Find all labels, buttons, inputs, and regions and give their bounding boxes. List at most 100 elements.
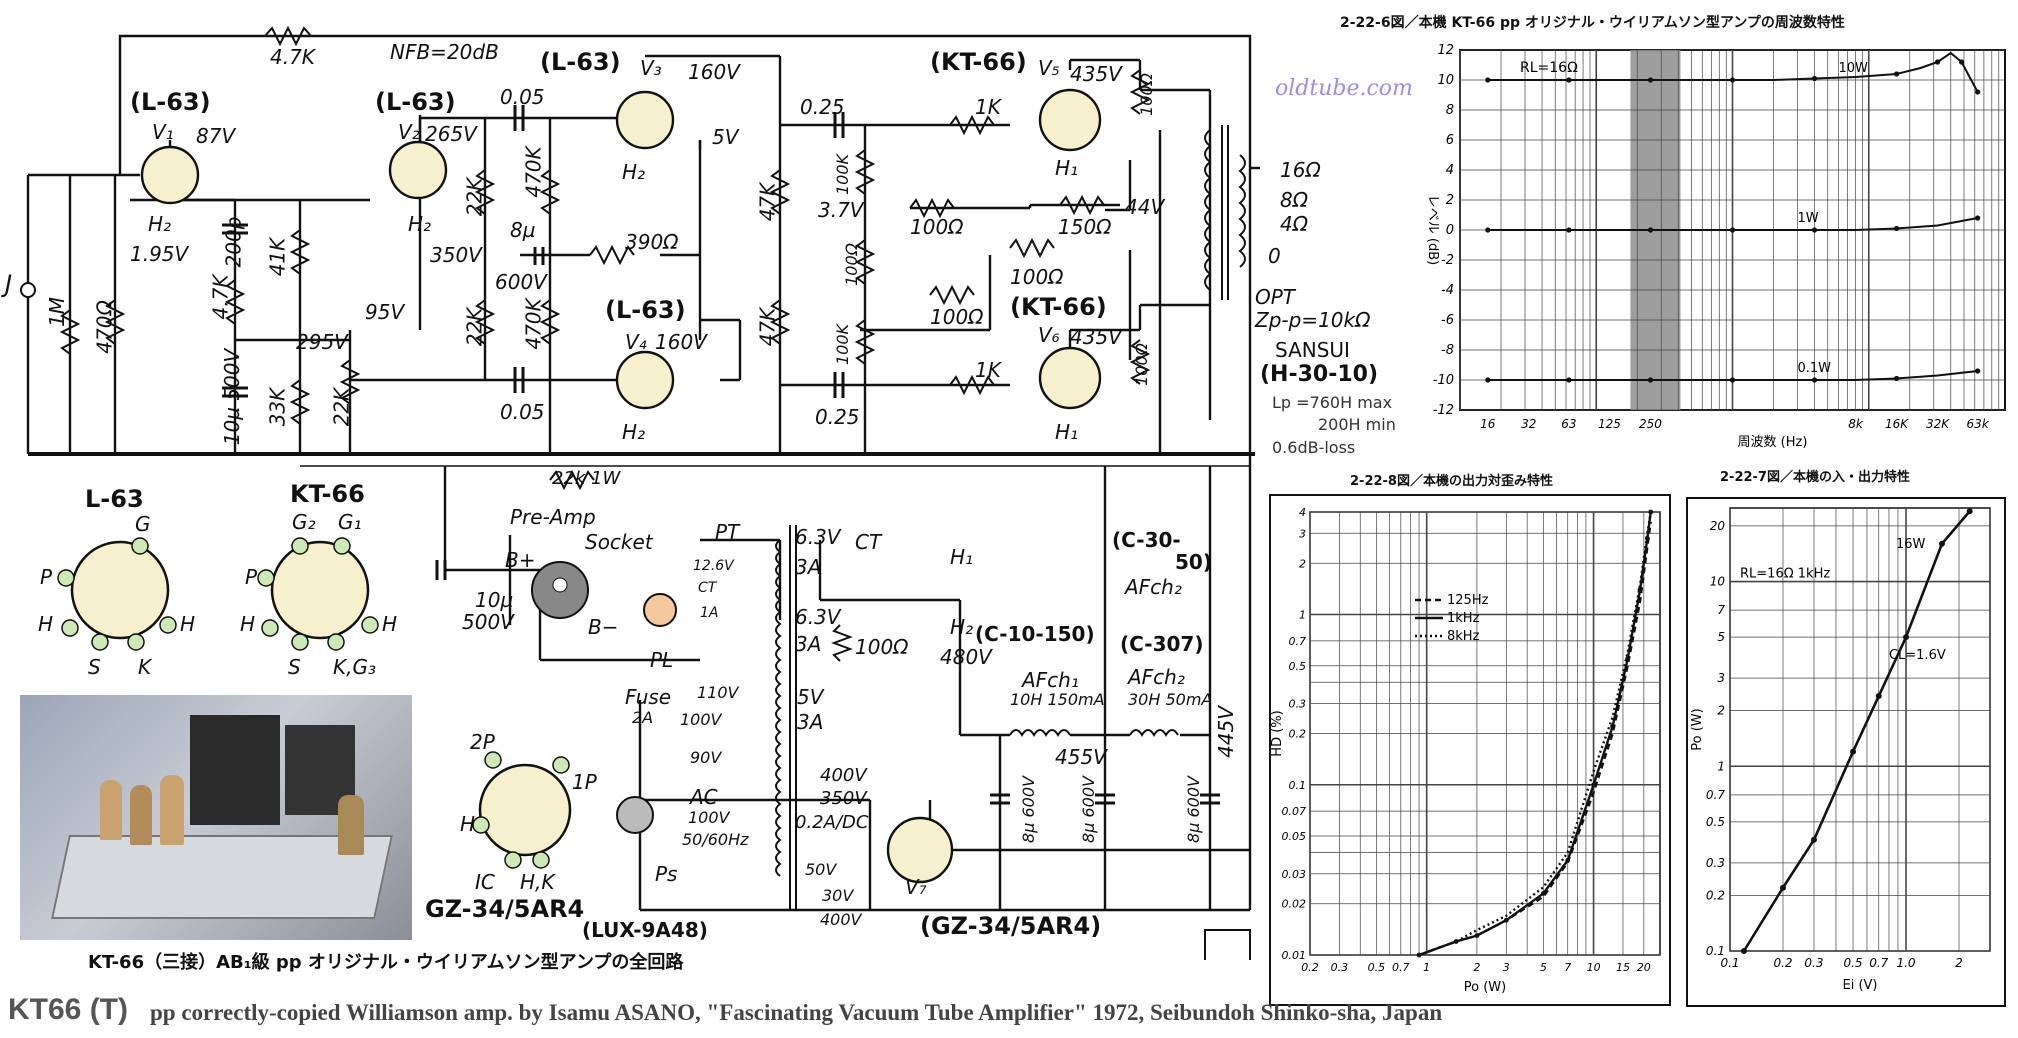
label-opt-4: 4Ω — [1280, 212, 1309, 236]
tube-v4-ref: V₄ — [625, 330, 647, 354]
chart3-ytick: 3 — [1717, 671, 1725, 685]
pinout-gz34-name: GZ-34/5AR4 — [425, 895, 585, 923]
label-r-47k: 4.7K — [208, 274, 233, 320]
label-pt-63b: 6.3V — [795, 605, 841, 629]
pinout-l63-name: L-63 — [85, 485, 144, 513]
label-pl-ct: CT — [698, 580, 717, 596]
chart1-ytick: 8 — [1446, 103, 1454, 118]
chart2-ytick: 0.05 — [1282, 830, 1307, 843]
label-opt-brand: SANSUI — [1275, 338, 1350, 362]
chart1-xtick: 16K — [1885, 417, 1909, 431]
chart2-series-0 — [1418, 521, 1652, 957]
label-bplus: B+ — [505, 548, 536, 572]
chart3-ytick: 0.3 — [1706, 856, 1725, 870]
label-v-500: 500V — [462, 610, 514, 634]
chart3-frame — [1686, 497, 2006, 1007]
label-v-44: 44V — [1125, 195, 1165, 219]
label-choke3-model: (C-307) — [1120, 632, 1204, 656]
label-r-1k-b: 1K — [975, 358, 1001, 382]
chart3-ytick: 20 — [1710, 519, 1726, 533]
chart1-ytick: -6 — [1441, 313, 1454, 328]
label-r-100-f: 100Ω — [1131, 343, 1151, 386]
chart2-point — [1625, 656, 1631, 662]
chart1-ytick: -8 — [1441, 343, 1454, 358]
label-tap-50: 50V — [805, 860, 837, 879]
label-pt-3a-b: 3A — [795, 632, 822, 656]
chart1-xtick: 250 — [1639, 417, 1662, 431]
chart3-xtick: 0.7 — [1869, 956, 1888, 970]
chart1-point — [1729, 77, 1736, 83]
label-tap-350: 350V — [820, 788, 867, 809]
chart3-title: 2-22-7図／本機の入・出力特性 — [1720, 470, 1910, 485]
footer-text: pp correctly-copied Williamson amp. by I… — [150, 1000, 1443, 1025]
chart1-ytick: 2 — [1446, 193, 1454, 208]
pinout-kt66-pin-h2: H — [382, 612, 398, 636]
label-lux: (LUX-9A48) — [582, 918, 708, 942]
chart3-xtick: 0.1 — [1720, 956, 1739, 970]
label-r-100k-b: 100K — [833, 323, 853, 366]
chart1-point — [1485, 377, 1491, 383]
pinout-kt66-pin-p: P — [245, 565, 258, 589]
label-tap-02a: 0.2A/DC — [795, 812, 869, 833]
chart2-point — [1610, 724, 1615, 729]
tube-v1-type: (L-63) — [130, 88, 211, 116]
label-r-100-b: 100Ω — [910, 215, 964, 239]
chart2-frame — [1269, 494, 1671, 1006]
chart1-title: 2-22-6図／本機 KT-66 pp オリジナル・ウイリアムソン型アンプの周波… — [1340, 15, 1845, 31]
tube-v3-ref: V₃ — [640, 56, 662, 80]
chart3-series-0 — [1742, 510, 1971, 952]
pinout-gz34-pin-h: H — [460, 812, 476, 836]
label-choke1-a: AFch₁ — [1022, 668, 1079, 692]
tube-v4-type: (L-63) — [605, 296, 686, 324]
photo-tube-4 — [338, 795, 364, 855]
schematic-wires — [20, 25, 1260, 960]
chart1-point — [1647, 377, 1654, 383]
label-r-47k-a: 47K — [755, 182, 780, 222]
tube-v2-ref: V₂ — [398, 120, 420, 144]
chart1-xtick: 8k — [1848, 417, 1864, 431]
chart3-ytick: 5 — [1717, 630, 1725, 644]
chart2-ytick: 0.02 — [1282, 898, 1307, 911]
label-choke3-a: AFch₂ — [1128, 665, 1185, 689]
pinout-gz34-pin-ic: IC — [475, 870, 495, 894]
chart2-ytick: 0.07 — [1282, 805, 1307, 818]
pinout-kt66-pin-h1: H — [240, 612, 256, 636]
chart1-point — [1975, 89, 1981, 95]
chart2-xtick: 20 — [1637, 961, 1651, 974]
chart3-ylabel: Po (W) — [1690, 708, 1705, 750]
schematic-caption: KT-66（三接）AB₁級 pp オリジナル・ウイリアムソン型アンプの全回路 — [88, 952, 684, 973]
chart2-xtick: 10 — [1587, 961, 1601, 974]
chart1-point — [1811, 227, 1818, 233]
chart2-xtick: 15 — [1616, 961, 1630, 974]
chart2-xtick: 7 — [1564, 961, 1571, 974]
chart2-xtick: 0.5 — [1368, 961, 1386, 974]
label-ac: AC — [690, 785, 718, 809]
chart1-point — [1975, 368, 1981, 374]
label-r-470: 470Ω — [92, 300, 117, 354]
label-choke1-model: (C-10-150) — [975, 622, 1095, 646]
label-choke2-model-a: (C-30- — [1112, 528, 1181, 552]
label-choke2-a: AFch₂ — [1125, 575, 1182, 599]
chart1-series-0 — [1487, 51, 1979, 93]
label-c-005a: 0.05 — [500, 85, 545, 109]
chart2-legend-label: 8kHz — [1447, 629, 1480, 644]
chart1-xtick: 63k — [1967, 417, 1990, 431]
chart2-ytick: 4 — [1299, 506, 1306, 519]
chart3-ytick: 0.1 — [1706, 944, 1725, 958]
chart1-point — [1893, 71, 1900, 77]
chart3-annotation-cl: CL=1.6V — [1889, 648, 1946, 663]
chart2-xtick: 0.7 — [1392, 961, 1410, 974]
tube-v6-heater: H₁ — [1055, 420, 1079, 444]
chart2-ytick: 3 — [1299, 527, 1306, 540]
label-c-025a: 0.25 — [800, 95, 845, 119]
chart1-point — [1485, 227, 1491, 233]
tube-v5-type: (KT-66) — [930, 48, 1027, 76]
label-choke3-b: 30H 50mA — [1128, 690, 1213, 709]
label-r-22k-a: 22K — [329, 387, 354, 427]
chart1-ytick: -10 — [1433, 373, 1454, 388]
label-pt-5v: 5V — [797, 685, 824, 709]
label-v-295: 295V — [296, 330, 348, 354]
amplifier-photo — [20, 695, 412, 940]
label-r-100k-a: 100K — [833, 153, 853, 196]
